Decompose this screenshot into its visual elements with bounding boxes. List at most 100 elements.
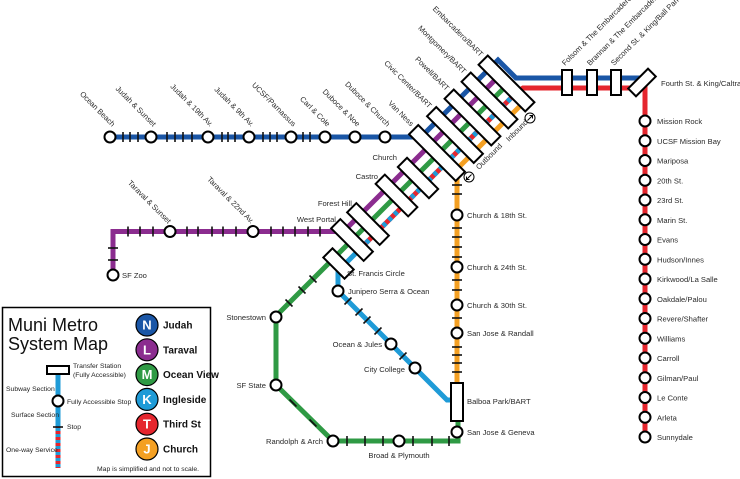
stop: [106, 268, 120, 282]
stop: [638, 371, 652, 385]
third-st-line: [515, 85, 648, 437]
stop-tick: [308, 274, 318, 284]
transfer-station: [425, 105, 485, 165]
route-letter: K: [142, 392, 152, 407]
stop: [638, 312, 652, 325]
stop: [450, 326, 464, 340]
route-name: Ingleside: [163, 395, 207, 406]
stop: [450, 298, 464, 312]
route-letter: M: [142, 367, 153, 382]
stop: [638, 391, 652, 404]
stop: [201, 130, 215, 144]
stop: [348, 130, 362, 144]
route-badge-icon: [135, 387, 159, 411]
station-label: Fourth St. & King/Caltrain: [661, 79, 740, 88]
station-label: Ocean & Jules: [333, 340, 383, 349]
transfer-station: [443, 88, 502, 147]
station-label: Broad & Plymouth: [368, 451, 429, 460]
transfer-station: [396, 156, 440, 200]
stop: [638, 331, 652, 345]
stop-ticks: [108, 132, 462, 446]
stop: [638, 272, 652, 286]
stop: [284, 130, 298, 144]
station-label: Randolph & Arch: [266, 437, 323, 446]
route-name: Third St: [163, 420, 201, 431]
stop: [638, 233, 652, 246]
legend-label: One-way Service: [6, 447, 58, 454]
station-label: Judah & 9th Av.: [212, 85, 255, 128]
route-name: Church: [163, 445, 198, 456]
station-label: Hudson/Innes: [657, 255, 704, 264]
station-label: Carroll: [657, 354, 680, 363]
stop: [392, 434, 406, 448]
station-label: Le Conte: [657, 394, 688, 403]
route-name: Ocean View: [163, 370, 219, 381]
transfer-station: [610, 69, 622, 96]
stop-tick: [343, 296, 353, 306]
station-label: Kirkwood/La Salle: [657, 275, 718, 284]
station-label: Judah & Sunset: [114, 84, 159, 129]
arrow: [466, 174, 472, 180]
stop: [103, 130, 117, 144]
stop-tick: [398, 351, 408, 361]
route-letter: T: [143, 417, 151, 432]
stop: [638, 351, 652, 365]
stop-tick: [308, 418, 318, 428]
station-label: Evans: [657, 236, 678, 245]
legend-box: [1, 306, 212, 478]
stop: [638, 193, 652, 207]
stop: [378, 130, 392, 144]
transfer-station: [460, 71, 519, 130]
stop-tick: [288, 398, 298, 408]
route-badge-icon: [135, 338, 159, 362]
station-label: Church: [373, 153, 397, 162]
legend-label: Fully Accessible Stop: [67, 399, 131, 406]
station-label: Taraval & 22nd Av.: [205, 175, 256, 226]
stop-tick: [373, 326, 383, 336]
station-label: West Portal: [297, 215, 336, 224]
station-label: Gilman/Paul: [657, 374, 699, 383]
stop: [384, 337, 398, 351]
station-label: Church & 30th St.: [467, 301, 527, 310]
arrow: [527, 115, 533, 121]
station-label: Revere/Shafter: [657, 315, 709, 324]
stop: [326, 434, 340, 448]
stop: [638, 430, 652, 444]
route-letter: L: [143, 342, 151, 357]
transfer-station: [374, 173, 419, 218]
station-label: Forest Hill: [318, 199, 352, 208]
transfer-station: [477, 54, 536, 113]
station-label: Van Ness: [386, 99, 415, 128]
station-label: SF State: [236, 381, 266, 390]
stop: [638, 292, 652, 306]
taraval-line: [110, 74, 501, 275]
stop: [269, 310, 283, 324]
stop-tick: [284, 298, 294, 308]
stop: [638, 134, 652, 148]
stop: [269, 378, 283, 392]
legend-accessible-stop-icon: [51, 394, 65, 408]
transfer-station: [561, 69, 573, 96]
station-label: Church & 18th St.: [467, 211, 527, 220]
stop: [408, 361, 422, 375]
route-badge-icon: [135, 437, 159, 461]
legend-label: Subway Section: [6, 386, 55, 393]
transfer-station: [586, 69, 598, 96]
stop-tick: [297, 285, 307, 295]
legend-transfer-station-icon: [46, 365, 70, 375]
station-label: City College: [364, 365, 405, 374]
route-name: Judah: [163, 321, 192, 332]
station-label: Ocean Beach: [78, 90, 117, 129]
legend-title: Muni Metro: [8, 315, 98, 335]
station-label: Marin St.: [657, 216, 687, 225]
transfer-station: [321, 246, 356, 281]
station-label: Williams: [657, 334, 685, 343]
third-st-trunk-line: [358, 91, 518, 251]
station-label: UCSF/Parnassus: [250, 81, 298, 129]
station-label: Junipero Serra & Ocean: [348, 287, 429, 296]
route-badge-icon: [135, 412, 159, 436]
stop: [163, 225, 177, 238]
legend-label: (Fully Accessible): [73, 372, 126, 379]
route-letter: N: [142, 318, 151, 333]
